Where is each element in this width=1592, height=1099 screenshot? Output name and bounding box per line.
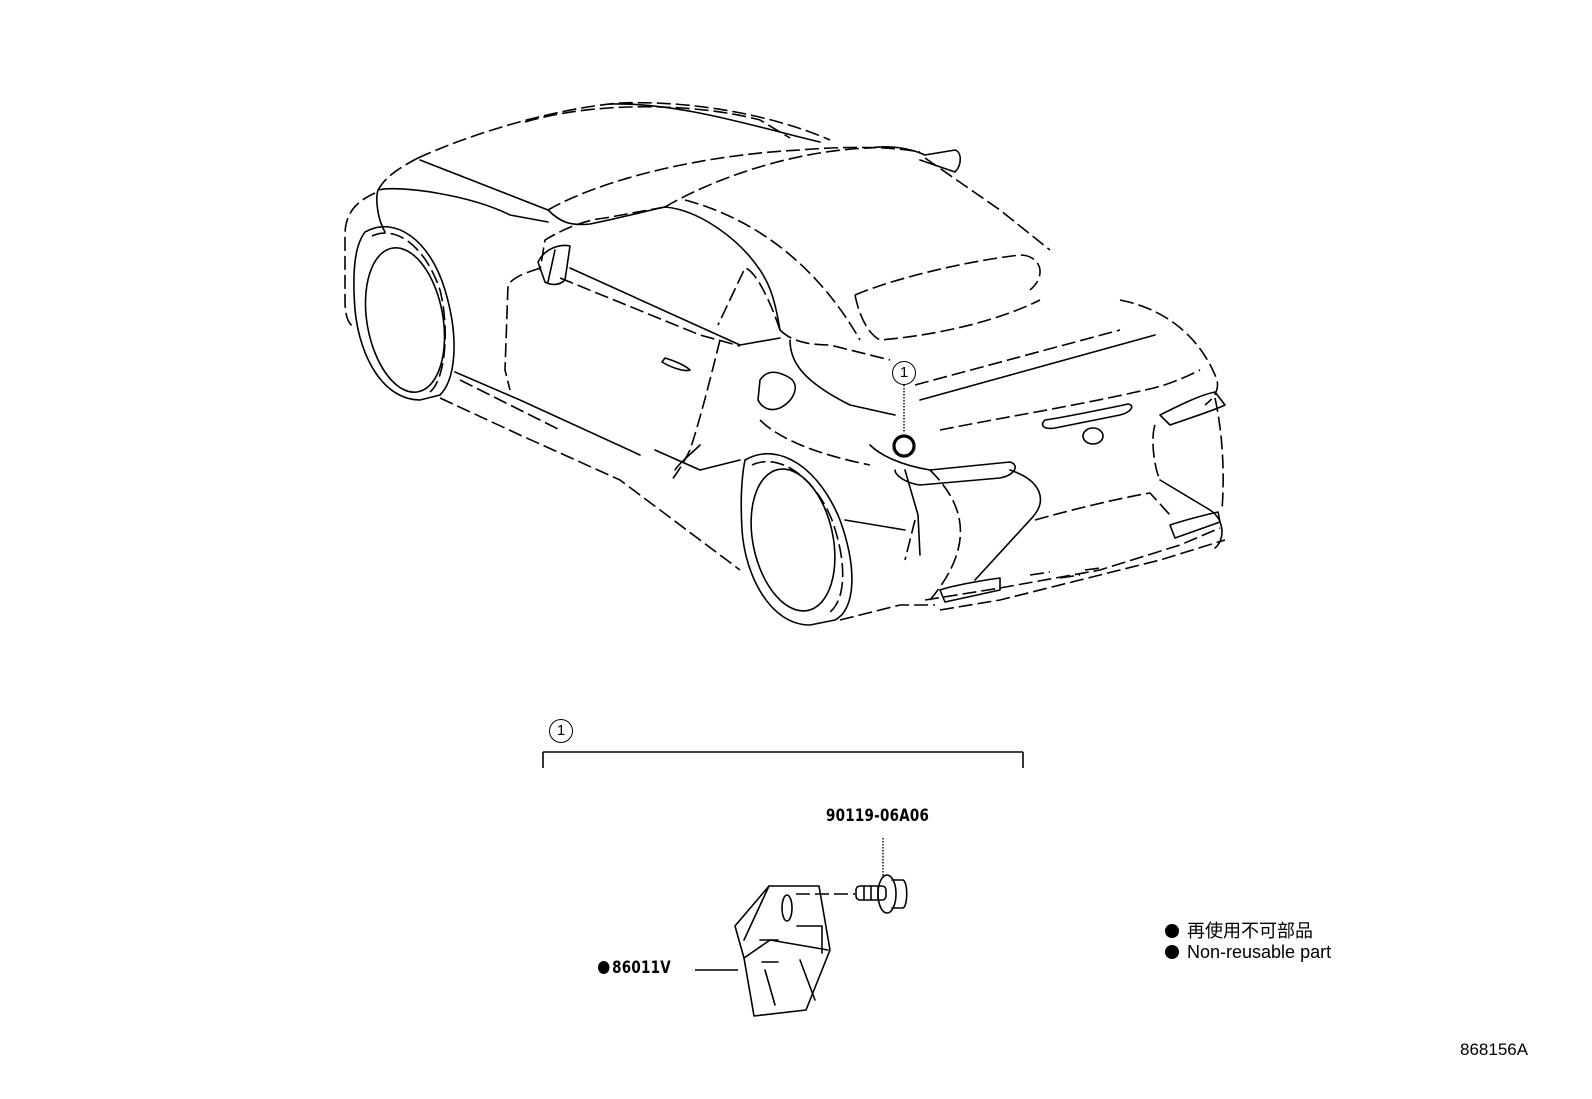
legend-text: 再使用不可部品	[1187, 921, 1313, 941]
non-reusable-marker-icon	[598, 961, 610, 974]
legend-item-japanese: 再使用不可部品	[1165, 917, 1313, 943]
filled-circle-icon	[1165, 924, 1179, 938]
assembly-bracket	[542, 751, 1024, 768]
figure-number: 868156A	[1460, 1040, 1528, 1060]
legend-text: Non-reusable part	[1187, 942, 1332, 962]
callout-number: 1	[556, 722, 566, 739]
callout-1-car: 1	[892, 361, 916, 385]
legend-item-english: Non-reusable part	[1165, 942, 1331, 963]
callout-number: 1	[899, 364, 909, 381]
car-outline	[344, 101, 1226, 626]
part-label-bracket[interactable]: 86011V	[598, 958, 671, 978]
bolt-drawing	[796, 838, 908, 914]
part-label-bolt[interactable]: 90119-06A06	[826, 806, 929, 826]
figure-number-text: 868156A	[1460, 1040, 1529, 1059]
callout-1-assembly: 1	[549, 719, 573, 743]
location-callout	[892, 382, 916, 458]
bracket-drawing	[695, 885, 831, 1017]
part-number[interactable]: 90119-06A06	[826, 806, 930, 826]
filled-circle-icon	[1165, 945, 1179, 959]
part-number[interactable]: 86011V	[612, 958, 671, 978]
